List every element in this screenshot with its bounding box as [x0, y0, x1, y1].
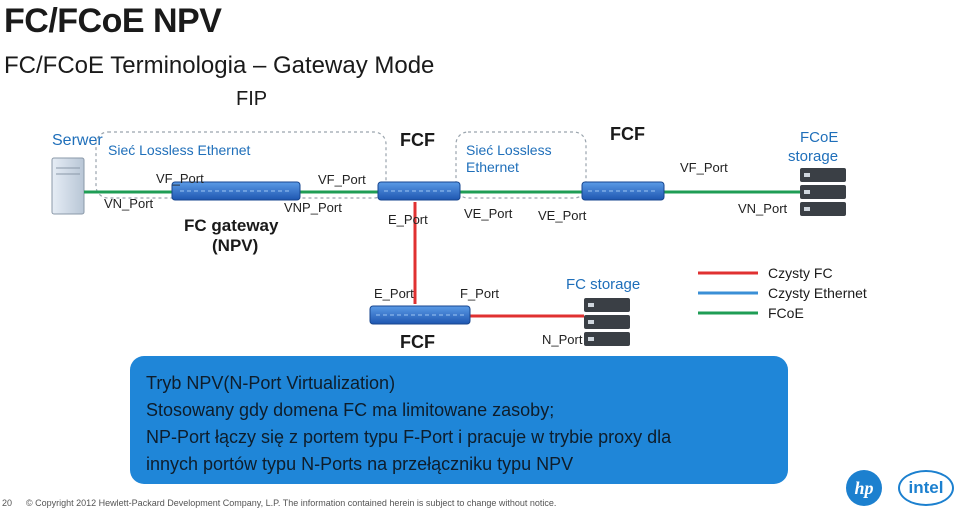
server-label: Serwer: [52, 132, 103, 149]
info-line-3: NP-Port łączy się z portem typu F-Port i…: [146, 427, 672, 447]
vf-port-label-3: VF_Port: [680, 160, 728, 175]
info-line-4: innych portów typu N-Ports na przełączni…: [146, 454, 574, 474]
switch-icon-fcf-bottom: [369, 305, 471, 325]
lossless-ethernet-label-1: Sieć Lossless Ethernet: [108, 142, 251, 158]
ve-port-label-1: VE_Port: [464, 206, 513, 221]
ve-port-label-2: VE_Port: [538, 208, 587, 223]
e-port-label-1: E_Port: [388, 212, 428, 227]
lossless-ethernet-zone-1: [95, 131, 387, 199]
lossless-ethernet-label-2a: Sieć Lossless: [466, 142, 552, 158]
vn-port-label-2: VN_Port: [738, 201, 788, 216]
fc-storage-label: FC storage: [566, 276, 641, 293]
info-line-2: Stosowany gdy domena FC ma limitowane za…: [146, 400, 555, 420]
f-port-label: F_Port: [460, 286, 500, 301]
npv-label: (NPV): [212, 236, 259, 255]
fc-storage-icon: [584, 298, 630, 346]
switch-icon-fcf-1: [377, 181, 461, 201]
fip-label: FIP: [236, 88, 268, 110]
fcoe-storage-label-2: storage: [788, 148, 839, 165]
copyright-footer: © Copyright 2012 Hewlett-Packard Develop…: [26, 498, 557, 508]
n-port-label: N_Port: [542, 332, 583, 347]
lossless-ethernet-label-2b: Ethernet: [466, 159, 519, 175]
page-number: 20: [2, 498, 13, 508]
legend-label-fcoe: FCoE: [768, 305, 804, 321]
fcoe-storage-icon: [800, 168, 846, 216]
legend-label-ethernet: Czysty Ethernet: [768, 285, 867, 301]
fc-gateway-label: FC gateway: [184, 216, 279, 235]
switch-icon-fcf-2: [581, 181, 665, 201]
fcf-top-label-1: FCF: [400, 130, 435, 150]
switch-icon-fc-gateway: [171, 181, 301, 201]
fcf-top-label-2: FCF: [610, 124, 645, 144]
vn-port-label-1: VN_Port: [104, 196, 154, 211]
npv-info-box: Tryb NPV(N-Port Virtualization) Stosowan…: [130, 356, 788, 484]
legend-label-fc: Czysty FC: [768, 265, 833, 281]
vnp-port-label: VNP_Port: [284, 200, 342, 215]
e-port-label-2: E_Port: [374, 286, 414, 301]
fcoe-storage-label-1: FCoE: [800, 129, 839, 146]
slide-subtitle: FC/FCoE Terminologia – Gateway Mode: [4, 52, 435, 79]
server-icon: [51, 157, 85, 215]
info-line-1: Tryb NPV(N-Port Virtualization): [146, 373, 396, 393]
slide-title: FC/FCoE NPV: [4, 2, 222, 40]
lossless-ethernet-zone-2: [455, 131, 587, 199]
fcf-bottom-label: FCF: [400, 332, 435, 352]
hp-logo: hp: [846, 470, 882, 506]
vf-port-label-1: VF_Port: [156, 171, 204, 186]
vf-port-label-2: VF_Port: [318, 172, 366, 187]
intel-logo: intel: [898, 470, 954, 506]
